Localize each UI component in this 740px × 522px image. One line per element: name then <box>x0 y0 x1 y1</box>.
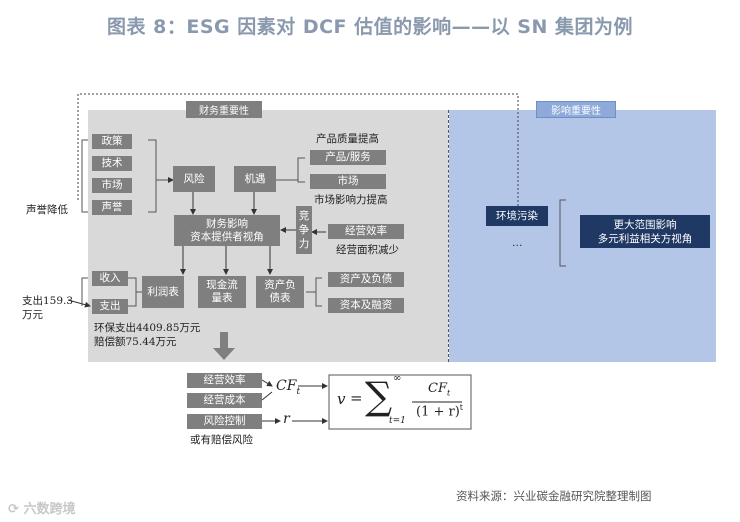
financial-materiality-header: 财务重要性 <box>186 101 262 118</box>
opportunity-box: 机遇 <box>234 166 276 192</box>
capital-finance-box: 资本及融资 <box>328 298 404 313</box>
watermark: ⟳ 六数跨境 <box>8 502 76 517</box>
factor-technology: 技术 <box>92 156 132 171</box>
panel-divider <box>448 110 449 362</box>
income-statement-box: 利润表 <box>142 276 184 308</box>
expense-box: 支出 <box>92 299 128 314</box>
wider-impact-line1: 更大范围影响 <box>613 218 677 231</box>
contingent-risk-text: 或有赔偿风险 <box>190 434 253 446</box>
formula-input-cost: 经营成本 <box>187 393 262 408</box>
sigma-symbol: ∑ <box>365 374 393 418</box>
impact-materiality-header: 影响重要性 <box>536 101 616 118</box>
factor-reputation: 声誉 <box>92 200 132 215</box>
ellipsis-text: … <box>512 237 523 249</box>
denominator: (1 + r)t <box>416 403 464 420</box>
product-quality-text: 产品质量提高 <box>316 133 379 145</box>
env-pollution-box: 环境污染 <box>486 206 548 226</box>
formula-equals: = <box>350 389 363 407</box>
sum-upper: ∞ <box>393 373 402 384</box>
sum-lower: t=1 <box>389 416 406 426</box>
factor-policy: 政策 <box>92 134 132 149</box>
expense-value-line1: 支出159.3 <box>22 295 74 307</box>
cf-label: CFt <box>276 378 301 397</box>
numerator: CFt <box>428 381 451 398</box>
wider-impact-box: 更大范围影响 多元利益相关方视角 <box>580 215 710 248</box>
market-box: 市场 <box>310 174 386 189</box>
assets-debt-box: 资产及负债 <box>328 272 404 287</box>
market-influence-text: 市场影响力提高 <box>314 194 388 206</box>
r-label: r <box>283 411 290 427</box>
efficiency-box: 经营效率 <box>328 224 404 239</box>
area-reduce-text: 经营面积减少 <box>336 244 399 256</box>
cash-flow-statement-box: 现金流量表 <box>198 276 246 308</box>
formula-v: v <box>337 390 346 408</box>
formula-input-risk: 风险控制 <box>187 414 262 429</box>
risk-box: 风险 <box>173 166 215 192</box>
financial-impact-line2: 资本提供者视角 <box>190 230 264 243</box>
page-title: 图表 8：ESG 因素对 DCF 估值的影响——以 SN 集团为例 <box>107 16 633 38</box>
income-box: 收入 <box>92 271 128 286</box>
watermark-icon: ⟳ <box>8 502 19 517</box>
product-service-box: 产品/服务 <box>310 150 386 165</box>
competitiveness-box: 竞 争 力 <box>296 206 312 254</box>
expense-value-line2: 万元 <box>22 309 43 321</box>
env-expense-text: 环保支出4409.85万元 <box>94 322 201 334</box>
formula-input-efficiency: 经营效率 <box>187 373 262 388</box>
wider-impact-line2: 多元利益相关方视角 <box>597 232 693 245</box>
reputation-loss-text: 声誉降低 <box>26 204 68 216</box>
source-note: 资料来源：兴业碳金融研究院整理制图 <box>456 489 652 503</box>
compensation-text: 赔偿额75.44万元 <box>94 336 177 348</box>
balance-sheet-box: 资产负债表 <box>256 276 304 308</box>
factor-market: 市场 <box>92 178 132 193</box>
financial-impact-line1: 财务影响 <box>206 217 248 230</box>
financial-impact-box: 财务影响 资本提供者视角 <box>174 215 280 246</box>
